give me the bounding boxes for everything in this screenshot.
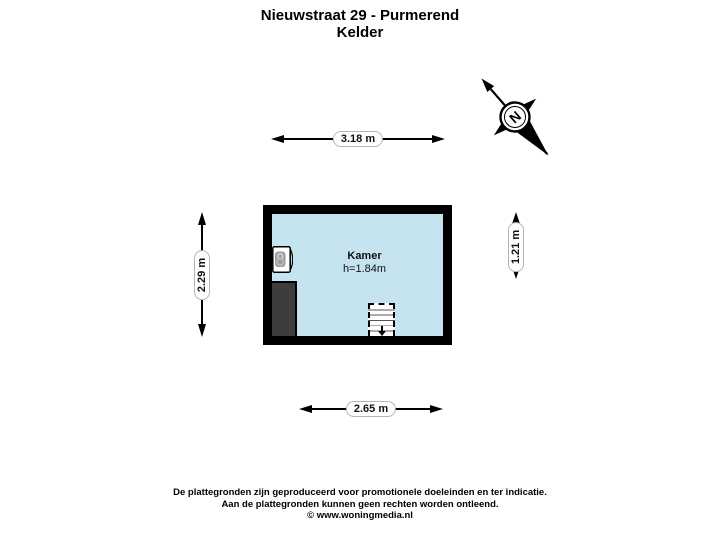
footer-line-2: Aan de plattegronden kunnen geen rechten… xyxy=(221,498,499,510)
compass-north-icon: N xyxy=(481,78,549,156)
page-title: Nieuwstraat 29 - Purmerend Kelder xyxy=(0,7,720,41)
dimension-label-top: 3.18 m xyxy=(332,131,384,147)
room-name: Kamer xyxy=(347,250,382,262)
boiler-icon xyxy=(272,246,293,273)
dark-void-block xyxy=(272,281,297,336)
footer-disclaimer: De plattegronden zijn geproduceerd voor … xyxy=(0,487,720,522)
title-floor: Kelder xyxy=(336,24,384,41)
title-address: Nieuwstraat 29 - Purmerend xyxy=(260,7,460,24)
dimension-label-bottom: 2.65 m xyxy=(345,401,397,417)
stairs-down-arrow-icon xyxy=(380,326,383,332)
dimension-label-right: 1.21 m xyxy=(508,221,524,273)
footer-copyright: © www.woningmedia.nl xyxy=(307,510,413,521)
room-label: Kamer h=1.84m xyxy=(272,250,443,276)
room-ceiling-height: h=1.84m xyxy=(342,263,387,275)
floorplan-room-kelder: Kamer h=1.84m xyxy=(263,205,452,345)
dimension-label-left: 2.29 m xyxy=(194,249,210,301)
footer-line-1: De plattegronden zijn geproduceerd voor … xyxy=(173,487,547,498)
staircase xyxy=(368,303,395,336)
